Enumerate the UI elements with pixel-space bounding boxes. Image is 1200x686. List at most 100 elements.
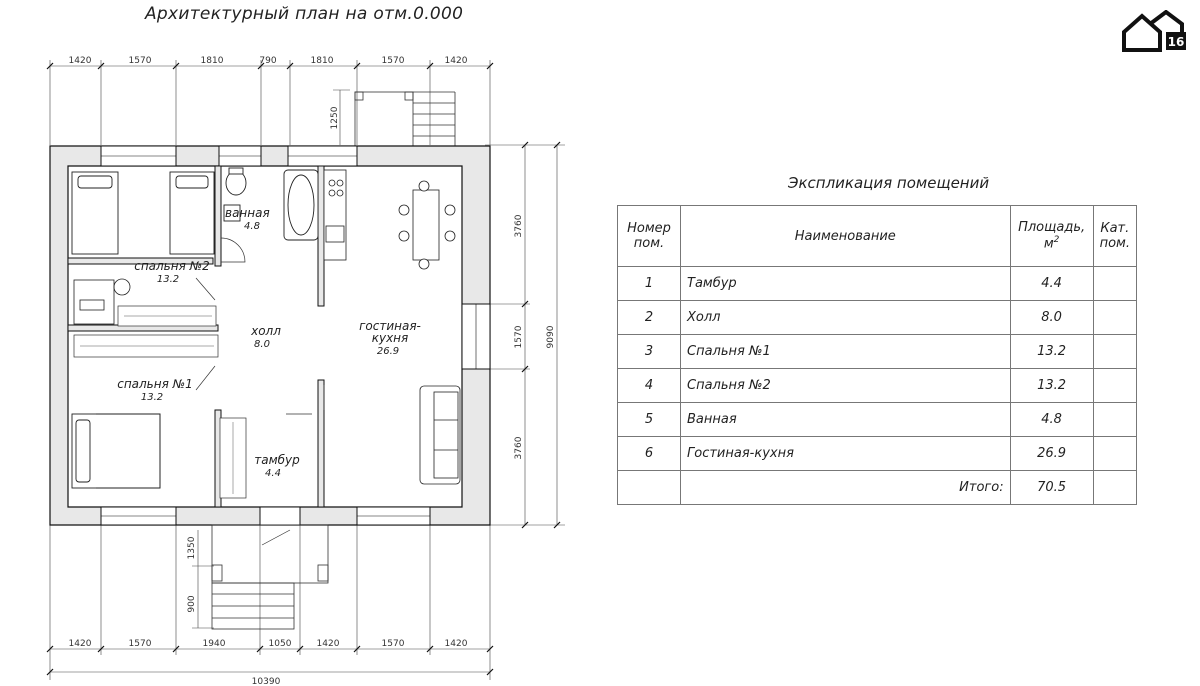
table-row: 3 Спальня №1 13.2 [617,334,1138,369]
header-category: Кат. пом. [1092,205,1138,267]
dim-bottom-7: 1420 [445,639,468,649]
table-row: 6 Гостиная-кухня 26.9 [617,436,1138,471]
wardrobe-hangers [80,315,234,494]
room-label-hall: холл [250,324,281,338]
row-name: Гостиная-кухня [680,436,1011,471]
row-category [1092,368,1138,403]
row-category [1092,402,1138,437]
total-category [1092,470,1138,505]
room-area-bathroom: 4.8 [244,221,260,232]
floor-plan: 1420 1570 1810 790 1810 1570 1420 1420 1… [46,56,565,686]
dim-porch-bottom-1: 1350 [187,536,197,559]
sofa [419,385,461,485]
dim-total-width: 10390 [252,677,281,686]
exterior-walls [49,145,491,526]
dim-right-2: 1570 [514,325,524,348]
row-name: Спальня №1 [680,334,1011,369]
dimension-lines [49,60,565,680]
room-area-bedroom-2: 13.2 [157,274,179,285]
dim-right-total: 9090 [546,325,556,348]
room-label-bathroom: ванная [225,206,270,220]
header-area-line1: Площадь, [1018,220,1086,236]
room-label-living-kitchen: гостиная- [359,319,421,333]
dim-bottom-3: 1940 [203,639,226,649]
dim-top-6: 1570 [382,56,405,66]
dim-top-4: 790 [259,56,276,66]
table-row: 2 Холл 8.0 [617,300,1138,335]
header-number-line1: Номер [627,221,671,236]
header-area: Площадь, м2 [1009,205,1094,267]
total-label: Итого: [680,470,1011,505]
header-number-line2: пом. [633,236,665,251]
header-area-unit: м [1043,236,1054,252]
total-row: Итого: 70.5 [617,470,1138,505]
table-row: 5 Ванная 4.8 [617,402,1138,437]
room-labels: ванная 4.8 спальня №2 13.2 холл 8.0 гост… [117,206,421,479]
header-number: Номер пом. [617,205,681,267]
logo-number: 16 [1168,35,1185,49]
beds [71,171,215,489]
dim-right-3: 3760 [514,436,524,459]
row-category [1092,436,1138,471]
wardrobes [73,305,247,499]
dimension-ticks [46,62,561,676]
header-name: Наименование [680,205,1011,267]
row-number: 3 [617,334,681,369]
row-name: Ванная [680,402,1011,437]
dim-top-5: 1810 [311,56,334,66]
doors [195,237,325,546]
bathroom-fixtures [223,167,319,241]
row-number: 5 [617,402,681,437]
row-area: 13.2 [1009,368,1094,403]
row-category [1092,334,1138,369]
dim-top-7: 1420 [445,56,468,66]
room-label-bedroom-1: спальня №1 [117,377,193,391]
room-area-hall: 8.0 [254,339,270,350]
room-label-living-kitchen-2: кухня [372,331,409,345]
row-number: 4 [617,368,681,403]
table-row: 1 Тамбур 4.4 [617,266,1138,301]
rear-porch [354,91,456,147]
row-name: Спальня №2 [680,368,1011,403]
row-area: 4.8 [1009,402,1094,437]
row-area: 26.9 [1009,436,1094,471]
explication-table: Номер пом. Наименование Площадь, м2 Кат.… [617,205,1138,505]
drawing-title: Архитектурный план на отм.0.000 [145,4,464,24]
room-label-vestibule: тамбур [254,453,300,467]
table-row: 4 Спальня №2 13.2 [617,368,1138,403]
row-number: 2 [617,300,681,335]
row-number: 1 [617,266,681,301]
dim-bottom-5: 1420 [317,639,340,649]
row-name: Тамбур [680,266,1011,301]
room-area-vestibule: 4.4 [265,468,281,479]
dim-bottom-4: 1050 [269,639,292,649]
row-category [1092,300,1138,335]
room-label-bedroom-2: спальня №2 [134,259,210,273]
explication-header-row: Номер пом. Наименование Площадь, м2 Кат.… [617,205,1138,267]
room-area-bedroom-1: 13.2 [141,392,163,403]
row-area: 13.2 [1009,334,1094,369]
dining-table [398,180,456,270]
interior-walls [67,165,325,508]
header-category-line1: Кат. [1100,221,1130,236]
header-area-sup: 2 [1053,235,1060,246]
row-number: 6 [617,436,681,471]
room-area-living-kitchen: 26.9 [377,346,399,357]
row-name: Холл [680,300,1011,335]
total-value: 70.5 [1009,470,1094,505]
desk [73,278,131,325]
total-empty-cell [617,470,681,505]
row-category [1092,266,1138,301]
logo: 16 [1122,10,1186,52]
dim-bottom-2: 1570 [129,639,152,649]
kitchen-counter [323,169,347,261]
dim-top-2: 1570 [129,56,152,66]
dim-porch-bottom-2: 900 [187,595,197,612]
header-category-line2: пом. [1099,236,1130,251]
dim-top-1: 1420 [69,56,92,66]
dim-bottom-6: 1570 [382,639,405,649]
header-area-line2: м2 [1017,235,1087,251]
dim-right-1: 3760 [514,214,524,237]
row-area: 4.4 [1009,266,1094,301]
logo-badge [1166,32,1186,50]
